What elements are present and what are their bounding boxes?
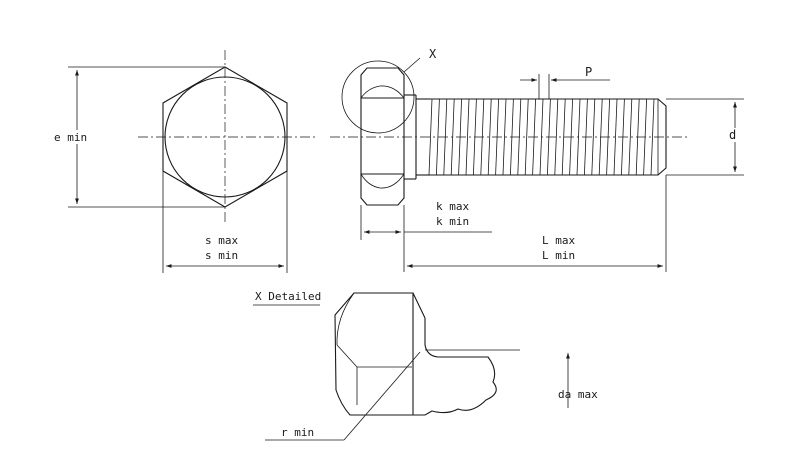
label-k-max: k max bbox=[436, 200, 469, 213]
label-da-max: da max bbox=[558, 388, 598, 401]
label-d: d bbox=[729, 128, 736, 142]
thread-line bbox=[524, 98, 529, 176]
label-x-marker: X bbox=[429, 47, 437, 61]
d-dimension: d bbox=[666, 98, 744, 176]
pitch-dimension: P bbox=[520, 65, 610, 99]
label-p: P bbox=[585, 65, 592, 79]
x-detailed-view: X Detailed r min da max bbox=[253, 290, 598, 441]
label-s-max: s max bbox=[205, 234, 238, 247]
label-e-min: e min bbox=[54, 131, 87, 144]
bolt-head bbox=[360, 67, 417, 206]
thread-line bbox=[428, 98, 433, 176]
k-dimension: k max k min bbox=[360, 200, 492, 272]
thread-lines bbox=[428, 98, 655, 176]
thread-line bbox=[554, 98, 559, 176]
label-x-detailed: X Detailed bbox=[255, 290, 321, 303]
thread-line bbox=[561, 98, 566, 176]
thread-line bbox=[502, 98, 507, 176]
detail-x-circle bbox=[341, 60, 415, 134]
label-s-min: s min bbox=[205, 249, 238, 262]
label-k-min: k min bbox=[436, 215, 469, 228]
e-min-dimension: e min bbox=[52, 66, 225, 208]
bolt-side-view: X bbox=[330, 47, 690, 206]
thread-line bbox=[650, 98, 655, 176]
label-l-max: L max bbox=[542, 234, 575, 247]
thread-line bbox=[465, 98, 470, 176]
thread-line bbox=[613, 98, 618, 176]
s-dimension: s max s min bbox=[162, 171, 288, 273]
thread-line bbox=[487, 98, 492, 176]
l-dimension: L max L min bbox=[407, 175, 667, 272]
label-r-min: r min bbox=[281, 426, 314, 439]
label-l-min: L min bbox=[542, 249, 575, 262]
hex-head-end-view bbox=[138, 50, 318, 225]
thread-line bbox=[436, 98, 440, 176]
thread-line bbox=[591, 98, 596, 176]
thread-line bbox=[628, 98, 633, 176]
